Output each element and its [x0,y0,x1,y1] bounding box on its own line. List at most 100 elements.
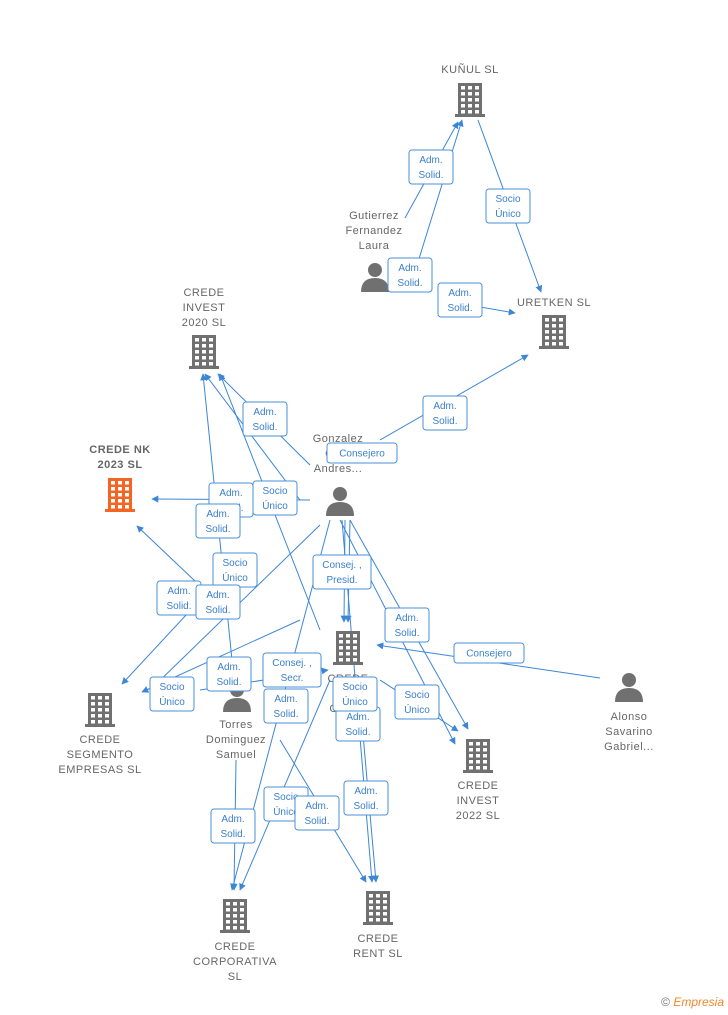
edge-label[interactable]: Adm.Solid. [437,282,483,318]
building-window [468,98,472,102]
edge-label[interactable]: Adm.Solid. [387,257,433,293]
building-window [376,906,380,910]
edge-label-text: Solid. [418,170,443,181]
building-window [125,493,129,497]
edge-label-text: Socio [342,682,367,693]
edge-label-text: Adm. [398,263,421,274]
building-icon [85,693,115,727]
edge-gutierrez-to-kunul [417,119,464,263]
edge-label[interactable]: Adm.Solid. [210,808,256,844]
edge-label[interactable]: Adm.Solid. [422,395,468,431]
building-window [545,318,549,322]
edge-label-box [294,795,340,831]
building-window [369,918,373,922]
edge-label-box [422,395,468,431]
edge-label[interactable]: Adm.Solid. [242,401,288,437]
building-window [98,708,102,712]
edge-label-box [384,607,430,643]
person-icon [615,673,643,702]
building-window [125,499,129,503]
building-icon [189,335,219,369]
edge-label[interactable]: Adm. Solid. [294,795,340,831]
edge-label-text: Solid. [432,416,457,427]
edge-label-text: Socio [495,194,520,205]
edge-label-text: Solid. [353,801,378,812]
edge-label-box [206,656,252,692]
building-window [469,760,473,764]
building-window [376,894,380,898]
building-window [545,324,549,328]
building-window [369,906,373,910]
edge-label[interactable]: Adm.Solid. [335,706,381,742]
edge-label-text: Adm. [206,590,229,601]
edge-label-text: Solid. [252,422,277,433]
edge-label-text: Único [342,695,368,708]
node-label: CREDE [357,933,398,945]
building-window [118,499,122,503]
brand-logo[interactable]: Empresia [673,995,724,1009]
edge-label-box [312,554,372,590]
building-window [475,110,479,114]
building-window [559,318,563,322]
edge-label[interactable]: Adm.Solid. [343,780,389,816]
node-label: 2022 SL [456,810,500,822]
building-window [111,499,115,503]
building-window [545,342,549,346]
building-window [469,766,473,770]
building-base [363,922,393,925]
edge-label[interactable]: Adm.Solid. [408,149,454,185]
footer: © Empresia [661,995,724,1009]
building-window [240,920,244,924]
edge-label[interactable]: Consej. ,Presid. [312,554,372,590]
edge-label-text: Adm. [305,801,328,812]
building-window [111,487,115,491]
edge-label-box [210,808,256,844]
edge-label-box [387,257,433,293]
edge-label[interactable]: Consejero [326,442,398,464]
edge-label[interactable]: Adm.Solid. [156,580,202,616]
edge-label-box [252,480,298,516]
building-window [461,104,465,108]
building-base [455,114,485,117]
edge-label[interactable]: Adm.Solid. [384,607,430,643]
edge-label[interactable]: Adm.Solid. [206,656,252,692]
edge-label[interactable]: Consejero [453,642,525,664]
edge-label-text: Único [222,571,248,584]
building-window [195,350,199,354]
building-window [339,640,343,644]
building-window [226,926,230,930]
node-kunul[interactable]: KUÑUL SL [441,63,498,117]
edge-label[interactable]: Consej. ,Secr. [262,652,322,688]
edge-labels-layer: Adm.Solid.SocioÚnicoAdm.Solid.Adm.Solid.… [149,149,531,844]
edge-label-text: Adm. [395,613,418,624]
edge-label[interactable]: Adm.Solid. [195,503,241,539]
building-window [353,640,357,644]
edge-label-text: Adm. [219,488,242,499]
edge-label-text: Solid. [304,816,329,827]
building-window [383,906,387,910]
node-alonso[interactable]: AlonsoSavarinoGabriel... [604,673,654,753]
node-uretken[interactable]: URETKEN SL [517,297,591,349]
node-label: 2020 SL [182,317,226,329]
building-window [98,702,102,706]
edge-label[interactable]: Adm.Solid. [263,688,309,724]
building-base [105,509,135,512]
edge-label[interactable]: Adm.Solid. [195,584,241,620]
edge-label-text: Adm. [217,662,240,673]
node-label: KUÑUL SL [441,63,498,76]
